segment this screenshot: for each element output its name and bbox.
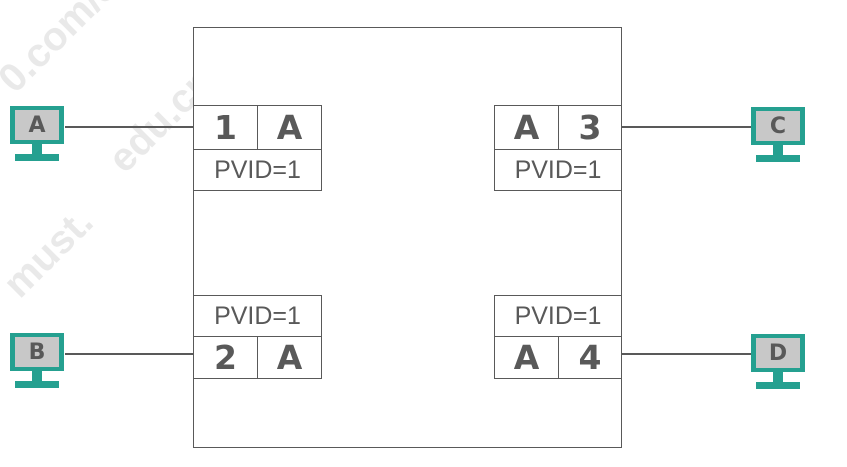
host-d-label: D <box>756 338 800 368</box>
host-d-monitor: D <box>751 334 805 372</box>
wire-host-b <box>65 353 194 355</box>
port-number-4: 4 <box>558 336 622 379</box>
host-a-computer-icon: A <box>8 106 66 168</box>
port-vlan-1: A <box>257 105 322 150</box>
port-number-1: 1 <box>193 105 258 150</box>
wire-host-c <box>621 126 752 128</box>
wire-host-a <box>65 126 194 128</box>
host-c-monitor: C <box>751 107 805 145</box>
switch-box <box>193 27 622 448</box>
port-number-2: 2 <box>193 336 258 379</box>
port-vlan-4: A <box>494 336 559 379</box>
watermark-text-1: 0.com/3 <box>0 0 127 102</box>
port-vlan-2: A <box>257 336 322 379</box>
host-b-monitor: B <box>10 333 64 371</box>
host-a-label: A <box>15 110 59 140</box>
host-a-monitor: A <box>10 106 64 144</box>
host-c-label: C <box>756 111 800 141</box>
port-pvid-4: PVID=1 <box>494 295 622 337</box>
port-pvid-1: PVID=1 <box>193 149 322 191</box>
wire-host-d <box>621 353 752 355</box>
port-pvid-3: PVID=1 <box>494 149 622 191</box>
port-vlan-3: A <box>494 105 559 150</box>
host-b-label: B <box>15 337 59 367</box>
watermark-text-3: must. <box>0 199 102 307</box>
host-b-computer-icon: B <box>8 333 66 395</box>
port-number-3: 3 <box>558 105 622 150</box>
host-c-computer-icon: C <box>749 107 807 169</box>
host-d-computer-icon: D <box>749 334 807 396</box>
port-pvid-2: PVID=1 <box>193 295 322 337</box>
